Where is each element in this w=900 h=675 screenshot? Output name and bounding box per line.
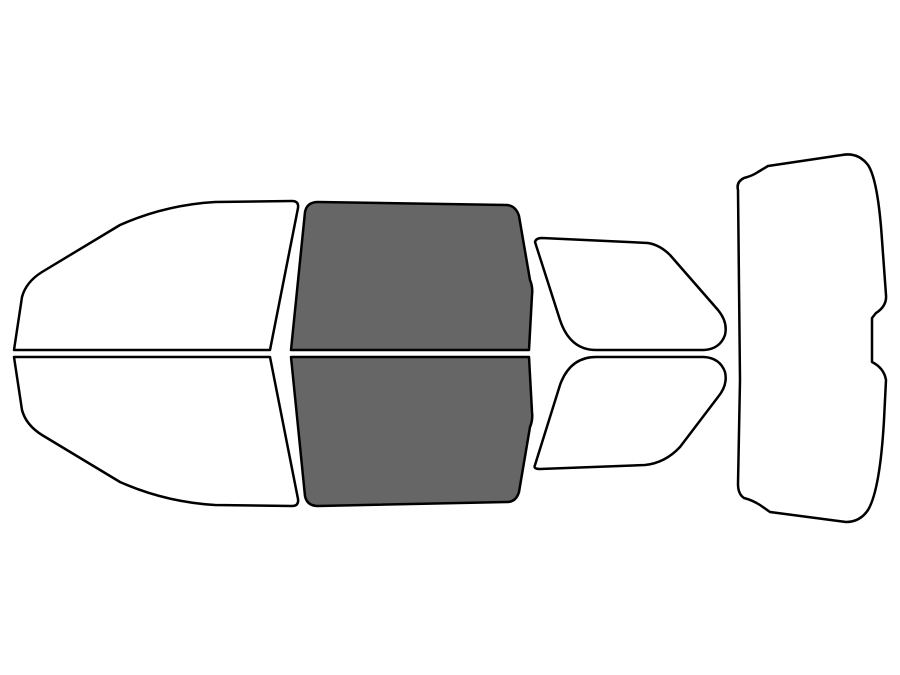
window-rear[interactable] (736, 153, 888, 524)
window-front-windshield-upper[interactable] (12, 199, 300, 352)
window-rear-door-lower[interactable] (533, 355, 727, 471)
window-rear-door-upper[interactable] (533, 236, 727, 352)
window-front-windshield-lower[interactable] (12, 355, 300, 508)
window-front-door-lower[interactable] (289, 355, 534, 508)
window-front-door-upper[interactable] (289, 200, 534, 352)
